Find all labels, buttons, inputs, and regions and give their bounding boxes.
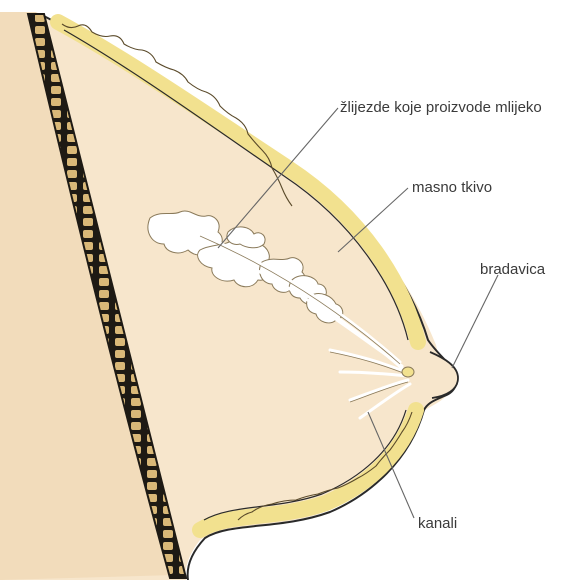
label-glands: žlijezde koje proizvode mlijeko (340, 99, 542, 116)
nipple (430, 352, 458, 398)
nipple-duct-opening (402, 367, 414, 377)
label-ducts: kanali (418, 515, 457, 532)
label-fat: masno tkivo (412, 179, 492, 196)
label-nipple: bradavica (480, 261, 546, 278)
leader-nipple (452, 275, 498, 368)
